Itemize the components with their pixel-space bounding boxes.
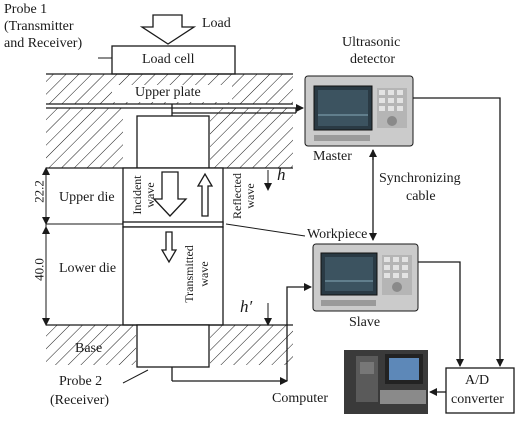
dim-upper-label: 22.2 (33, 177, 46, 207)
computer-label: Computer (272, 392, 328, 406)
probe1-label-1: Probe 1 (4, 3, 47, 17)
ad-converter-label-2: converter (451, 393, 504, 407)
master-label: Master (313, 150, 352, 164)
probe2-label-2: (Receiver) (50, 394, 109, 408)
probe1-label-2: (Transmitter (4, 20, 73, 34)
transmitted-wave-label-1: Transmitted (183, 239, 195, 309)
load-cell-label: Load cell (142, 53, 194, 67)
probe1-label-3: and Receiver) (4, 37, 82, 51)
reflected-wave-label-2: wave (244, 168, 256, 224)
ad-converter-label-1: A/D (465, 374, 489, 388)
computer-photo (344, 350, 428, 414)
lower-die-label: Lower die (59, 262, 116, 276)
upper-die-label: Upper die (59, 191, 115, 205)
reflected-wave-label-1: Reflected (231, 168, 243, 224)
upper-plate-label: Upper plate (135, 86, 201, 100)
base-label: Base (75, 342, 102, 356)
h-label: h (277, 166, 286, 183)
synchronizing-cable-label-1: Synchronizing (379, 172, 461, 186)
incident-wave-label-1: Incident (131, 171, 143, 219)
incident-wave-label-2: wave (144, 171, 156, 219)
ultrasonic-detector-label-2: detector (350, 53, 395, 67)
workpiece-label: Workpiece (307, 228, 367, 242)
transmitted-wave-label-2: wave (198, 239, 210, 309)
load-arrow (142, 15, 194, 44)
workpiece (123, 222, 223, 227)
load-label: Load (202, 17, 231, 31)
ultrasonic-detector-label-1: Ultrasonic (342, 36, 400, 50)
synchronizing-cable-label-2: cable (406, 190, 436, 204)
upper-probe-channel (137, 116, 209, 168)
master-device (305, 76, 413, 146)
slave-label: Slave (349, 316, 380, 330)
lower-probe-channel (137, 325, 209, 367)
h-prime-label: h′ (240, 298, 252, 315)
probe2-label-1: Probe 2 (59, 375, 102, 389)
slave-device (313, 244, 418, 311)
dim-lower-label: 40.0 (33, 255, 46, 285)
